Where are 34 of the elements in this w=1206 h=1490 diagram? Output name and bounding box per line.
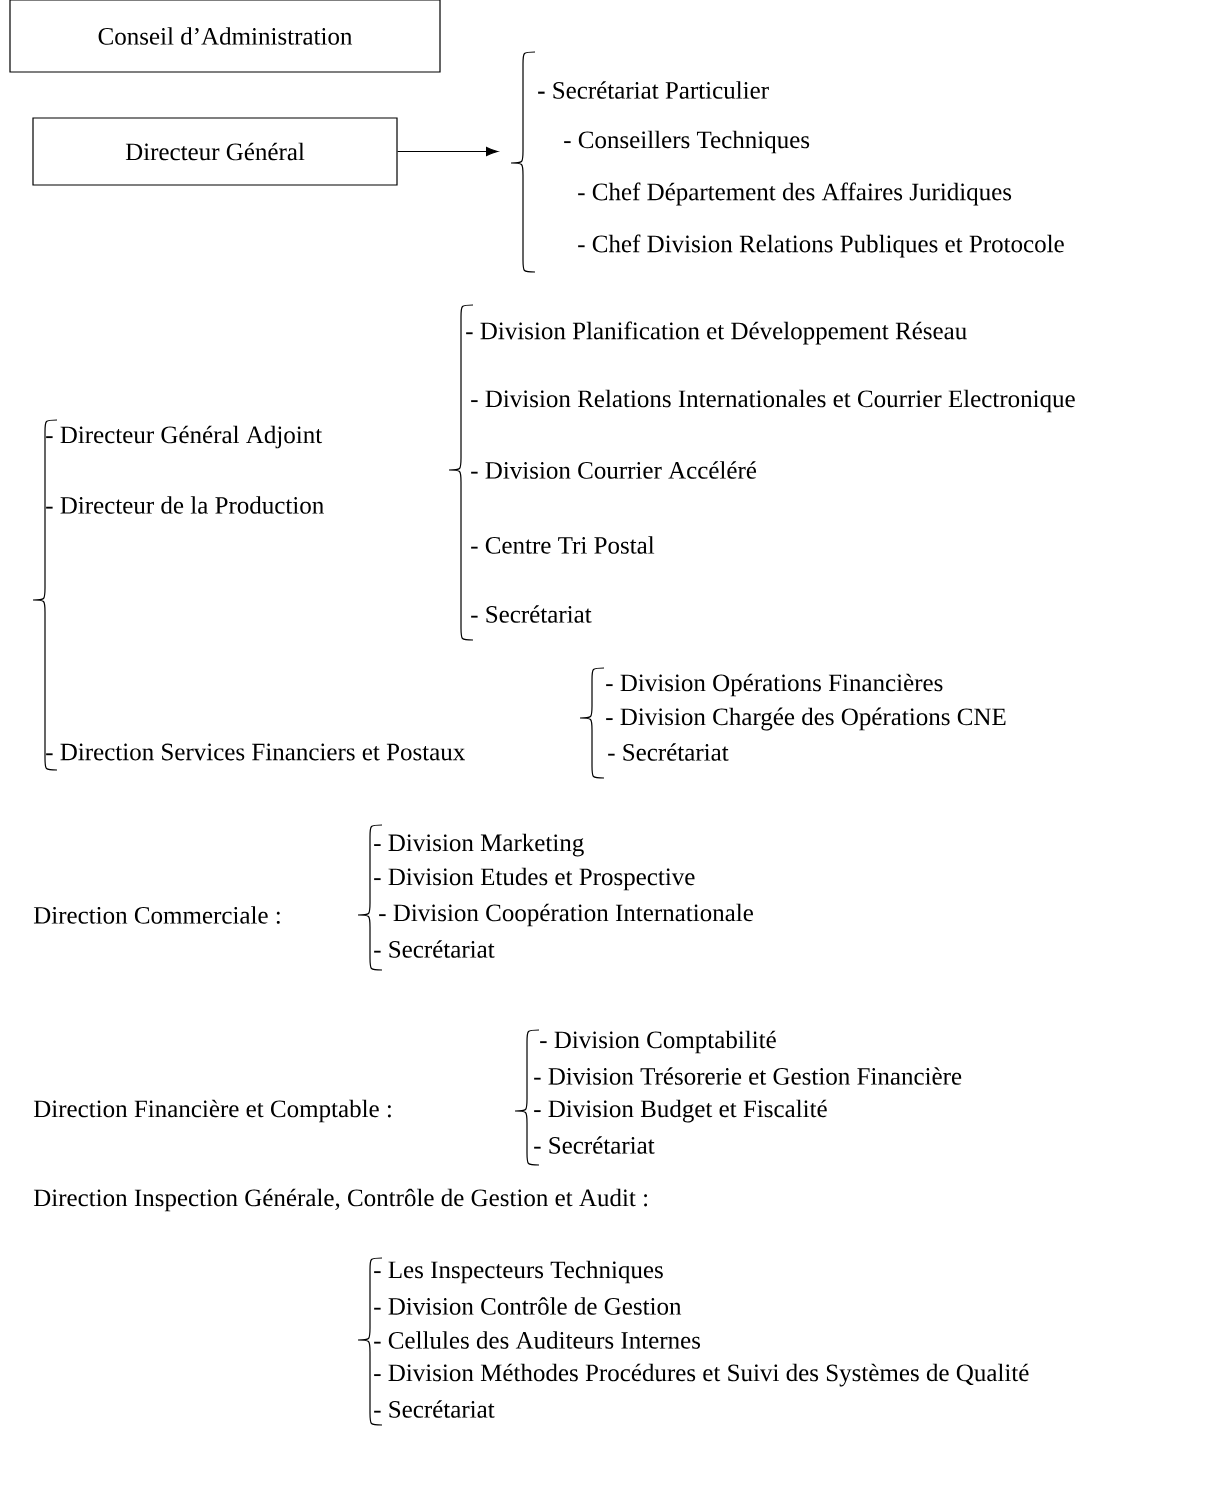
list-item: - Direction Services Financiers et Postaux <box>46 743 465 761</box>
list-item: - Division Etudes et Prospective <box>374 867 695 891</box>
list-item: - Secrétariat <box>471 605 592 623</box>
list-item: - Chef Division Relations Publiques et Protocole <box>578 234 1064 258</box>
list-item: - Secrétariat <box>534 1136 655 1154</box>
list-item: - Division Courrier Accéléré <box>471 461 757 479</box>
list-item: - Division Coopération Internationale <box>379 903 753 927</box>
list-item: - Secrétariat <box>374 1400 495 1418</box>
list-item: - Division Budget et Fiscalité <box>534 1099 827 1123</box>
list-item: - Division Méthodes Procédures et Suivi des Systèmes de Qualité <box>374 1363 1029 1387</box>
list-item: - Centre Tri Postal <box>471 536 655 554</box>
list-item: - Division Marketing <box>374 833 584 857</box>
arrow <box>397 146 498 157</box>
list-item: - Secrétariat <box>374 940 495 958</box>
list-item: - Conseillers Techniques <box>564 130 810 154</box>
list-item: - Division Planification et Développement Réseau <box>466 321 967 345</box>
heading-text: Direction Inspection Générale, Contrôle de Gestion et Audit : <box>33 1188 648 1212</box>
heading-text: Direction Commerciale : <box>33 906 280 924</box>
list-item: - Division Relations Internationales et Courrier Electronique <box>471 389 1075 413</box>
title-box: Directeur Général <box>32 117 398 186</box>
list-item: - Division Comptabilité <box>540 1030 776 1054</box>
list-item: - Division Contrôle de Gestion <box>374 1297 682 1315</box>
title-box: Conseil d’Administration <box>9 0 441 73</box>
list-item: - Directeur de la Production <box>46 496 324 514</box>
list-item: - Cellules des Auditeurs Internes <box>374 1331 701 1349</box>
list-item: - Les Inspecteurs Techniques <box>374 1260 663 1284</box>
list-item: - Secrétariat <box>608 743 729 761</box>
list-item: - Secrétariat Particulier <box>538 81 769 99</box>
heading-text: Direction Financière et Comptable : <box>33 1099 391 1123</box>
list-item: - Division Chargée des Opérations CNE <box>606 707 1006 731</box>
list-item: - Directeur Général Adjoint <box>46 425 323 449</box>
list-item: - Division Trésorerie et Gestion Financière <box>534 1067 962 1085</box>
list-item: - Division Opérations Financières <box>606 673 943 697</box>
list-item: - Chef Département des Affaires Juridiques <box>578 182 1012 206</box>
